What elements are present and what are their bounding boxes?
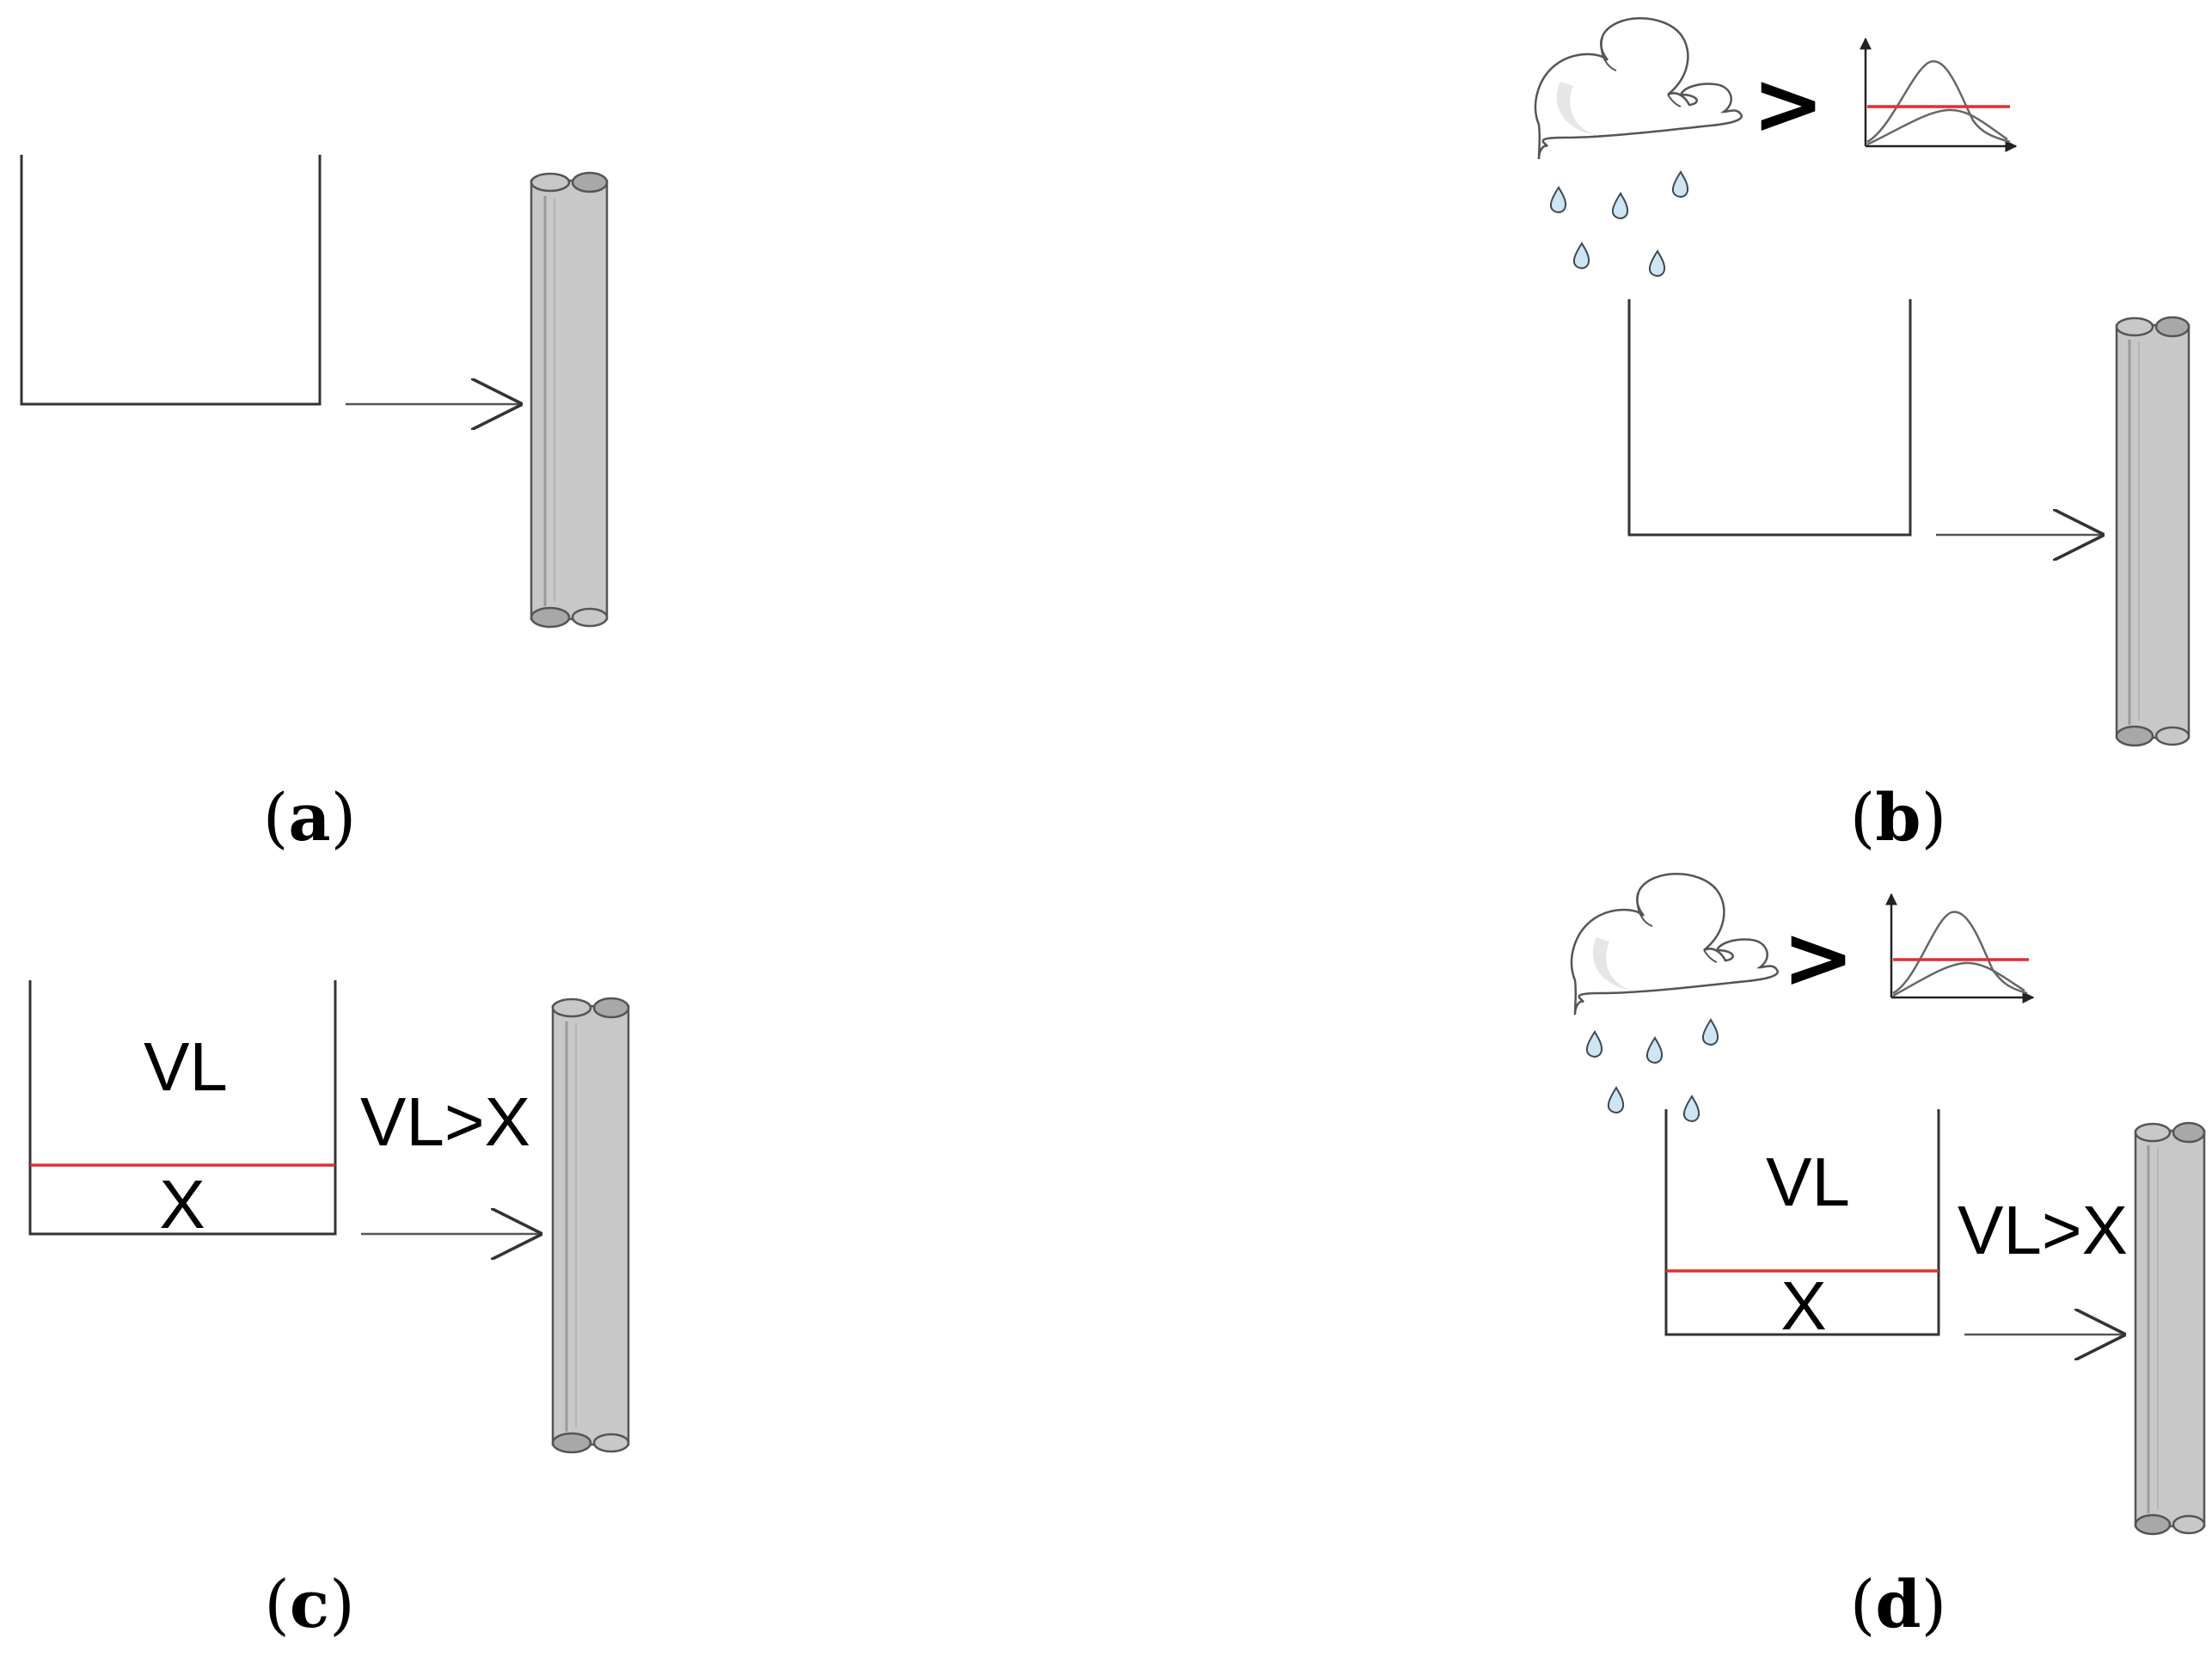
pipe-b	[2115, 316, 2191, 747]
pipe-c	[551, 997, 630, 1454]
panel-label-b: (b)	[1850, 779, 1946, 856]
comparison-symbol-b: >	[1752, 53, 1824, 154]
raindrops-icon	[1585, 1017, 1719, 1122]
raindrops-icon	[1549, 169, 1689, 277]
panel-label-d: (d)	[1850, 1566, 1946, 1642]
panel-letter-c: c	[290, 1566, 329, 1642]
rainfall-curve-icon	[1860, 37, 2018, 152]
tank-b	[1627, 299, 1912, 537]
upper-volume-label-c: VL	[144, 1028, 228, 1105]
rainfall-curve-icon	[1885, 893, 2035, 1003]
tank-a	[20, 155, 322, 406]
panel-d: > VL X VL>X (d)	[1570, 873, 2206, 1642]
tank-d	[1664, 1109, 1940, 1336]
threshold-volume-label-c: X	[159, 1166, 205, 1243]
panel-a: (a)	[20, 155, 609, 856]
panel-label-c: (c)	[264, 1566, 355, 1642]
pipe-a	[530, 171, 609, 629]
condition-label-d: VL>X	[1958, 1192, 2128, 1268]
comparison-symbol-d: >	[1782, 907, 1854, 1008]
threshold-volume-label-d: X	[1780, 1267, 1826, 1344]
cloud-icon	[1534, 17, 1743, 160]
panel-letter-a: a	[288, 779, 330, 856]
panel-label-a: (a)	[263, 779, 357, 856]
tank-c	[28, 980, 337, 1236]
panel-c: VL X VL>X (c)	[28, 980, 630, 1642]
cloud-icon	[1570, 873, 1780, 1016]
panel-letter-d: d	[1875, 1566, 1921, 1642]
upper-volume-label-d: VL	[1766, 1144, 1850, 1220]
condition-label-c: VL>X	[360, 1083, 530, 1160]
pipe-d	[2134, 1121, 2206, 1536]
panel-letter-b: b	[1875, 779, 1921, 856]
panel-b: > (b)	[1534, 17, 2191, 856]
